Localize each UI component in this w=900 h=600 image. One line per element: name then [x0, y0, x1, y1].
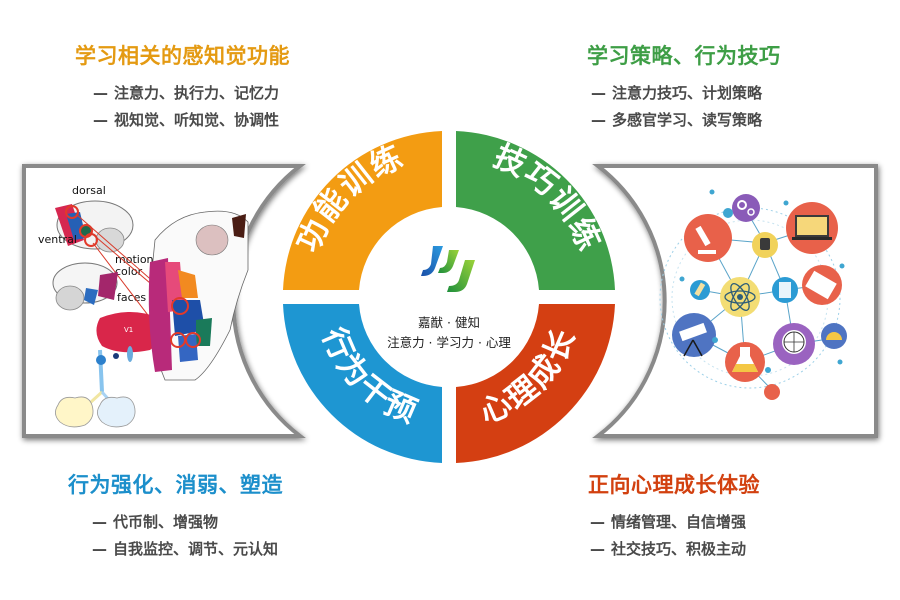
dash-icon: — — [591, 84, 606, 102]
list-item: — 注意力、执行力、记忆力 — [93, 80, 290, 107]
svg-text:color: color — [115, 265, 143, 278]
jy-logo-icon — [421, 246, 475, 292]
svg-text:V1: V1 — [124, 326, 133, 334]
item-text: 代币制、增强物 — [113, 513, 219, 531]
list-item: — 情绪管理、自信增强 — [590, 509, 760, 536]
dash-icon: — — [93, 84, 108, 102]
brain-diagram-illustration: dorsal ventral motion color faces V1 — [38, 184, 249, 428]
item-text: 自我监控、调节、元认知 — [113, 540, 279, 558]
list-item: — 多感官学习、读写策略 — [591, 107, 781, 134]
list-item: — 视知觉、听知觉、协调性 — [93, 107, 290, 134]
list-item: — 代币制、增强物 — [92, 509, 283, 536]
svg-text:dorsal: dorsal — [72, 184, 106, 197]
section-top-right: 学习策略、行为技巧 — 注意力技巧、计划策略 — 多感官学习、读写策略 — [587, 40, 781, 134]
section-title: 正向心理成长体验 — [588, 473, 760, 497]
dash-icon: — — [590, 513, 605, 531]
quadrant-blue — [283, 304, 442, 463]
svg-text:ventral: ventral — [38, 233, 77, 246]
dash-icon: — — [590, 540, 605, 558]
brand-name: 嘉猷 · 健知 — [418, 315, 480, 330]
dash-icon: — — [92, 513, 107, 531]
section-bottom-right: 正向心理成长体验 — 情绪管理、自信增强 — 社交技巧、积极主动 — [588, 469, 760, 563]
list-item: — 自我监控、调节、元认知 — [92, 536, 283, 563]
brand-tagline: 注意力 · 学习力 · 心理 — [387, 335, 511, 350]
item-text: 注意力技巧、计划策略 — [612, 84, 763, 102]
education-network-illustration — [659, 189, 847, 400]
dash-icon: — — [591, 111, 606, 129]
dash-icon: — — [92, 540, 107, 558]
section-title: 行为强化、消弱、塑造 — [68, 473, 283, 497]
item-text: 视知觉、听知觉、协调性 — [114, 111, 280, 129]
item-text: 社交技巧、积极主动 — [611, 540, 747, 558]
svg-text:faces: faces — [117, 291, 146, 304]
section-bottom-left: 行为强化、消弱、塑造 — 代币制、增强物 — 自我监控、调节、元认知 — [68, 469, 283, 563]
item-text: 情绪管理、自信增强 — [611, 513, 747, 531]
quadrant-green — [456, 131, 615, 290]
section-title: 学习策略、行为技巧 — [587, 44, 781, 68]
list-item: — 社交技巧、积极主动 — [590, 536, 760, 563]
section-title: 学习相关的感知觉功能 — [75, 44, 290, 68]
section-top-left: 学习相关的感知觉功能 — 注意力、执行力、记忆力 — 视知觉、听知觉、协调性 — [75, 40, 290, 134]
quadrant-orange — [283, 131, 442, 290]
item-text: 注意力、执行力、记忆力 — [114, 84, 280, 102]
list-item: — 注意力技巧、计划策略 — [591, 80, 781, 107]
quadrant-red — [456, 304, 615, 463]
item-text: 多感官学习、读写策略 — [612, 111, 763, 129]
ring — [283, 131, 615, 463]
dash-icon: — — [93, 111, 108, 129]
